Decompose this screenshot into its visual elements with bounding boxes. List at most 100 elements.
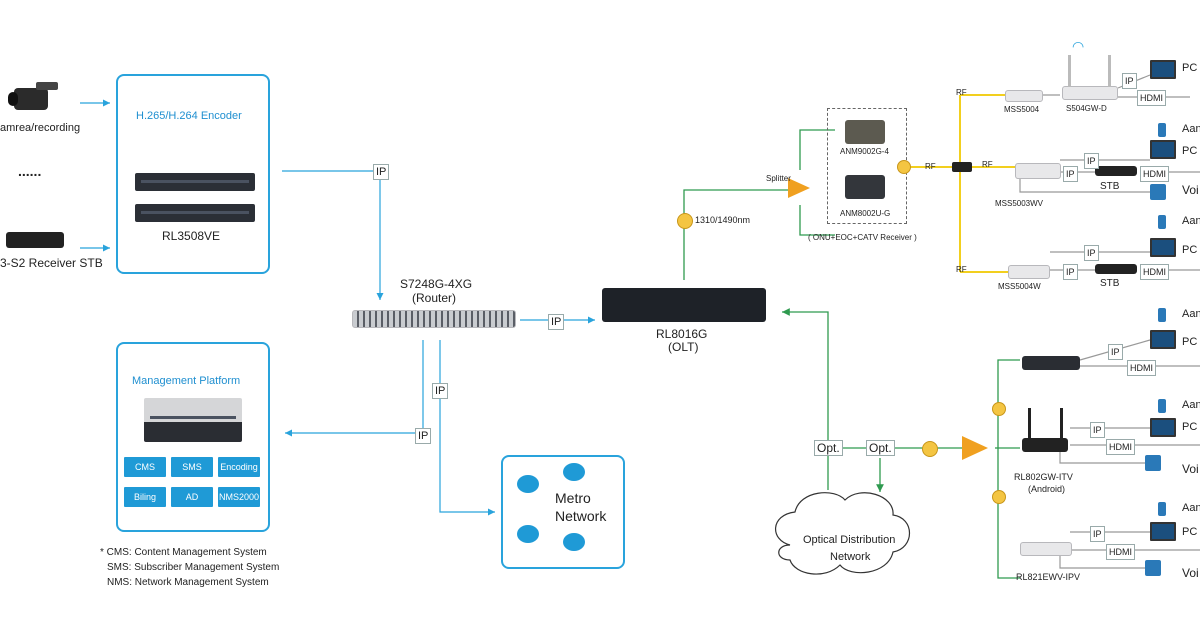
ip-label-rl821: IP [1090,526,1105,542]
nms2000-button: NMS2000 [218,487,260,507]
antenna-icon-3 [1028,408,1031,438]
optical-coupler-icon-3 [992,402,1006,416]
ip-label-encoder: IP [373,164,390,180]
wavelength-label: 1310/1490nm [695,215,751,225]
ip-label-rl802: IP [1090,422,1105,438]
pc-icon-6 [1150,522,1176,541]
pc-icon-2 [1150,140,1176,159]
encoding-button: Encoding [218,457,260,477]
pc-label-6: PC [1182,526,1198,538]
odn-label-1: Optical Distribution [803,534,896,546]
sms-button: SMS [171,457,213,477]
encoder-model: RL3508VE [162,229,221,243]
rl802-sub: (Android) [1028,484,1066,494]
hdmi-label-mss5003: HDMI [1140,166,1169,182]
splitter-icon [788,178,810,198]
voip-phone-icon-1 [1150,184,1166,200]
mss5003wv-label: MSS5003WV [995,199,1044,208]
encoder-title: H.265/H.264 Encoder [136,110,242,122]
router-device [352,310,516,328]
ellipsis: ...... [18,163,42,179]
ip-label-mss5004w-a: IP [1084,245,1099,261]
rl802-device [1022,438,1068,452]
camera-label: amrea/recording [0,122,81,134]
pc-label-4: PC [1182,336,1198,348]
ip-label-mss5003-b: IP [1063,166,1078,182]
optical-coupler-icon-4 [992,490,1006,504]
aan-label-5: Aan [1182,502,1200,514]
rl802-label: RL802GW-ITV [1014,472,1073,482]
ip-label-metro: IP [432,383,449,399]
hdmi-label-rl821: HDMI [1106,544,1135,560]
pc-icon-4 [1150,330,1176,349]
rf-label-2: RF [982,160,993,169]
billing-button: Biling [124,487,166,507]
footnote-cms: * CMS: Content Management System [100,547,267,558]
hdmi-label-lower-1: HDMI [1127,360,1156,376]
splitter-label: Splitter [766,174,791,183]
aan-label-3: Aan [1182,308,1200,320]
voi-label-3: Voi [1182,566,1199,580]
ip-label-mgmt: IP [415,428,432,444]
stb-device-1 [1095,166,1137,176]
receiver-stb-icon [6,232,64,248]
phone-icon-5 [1158,502,1166,516]
antenna-icon-4 [1060,408,1063,438]
ip-label-lower-1: IP [1108,344,1123,360]
ad-button: AD [171,487,213,507]
ip-label-mss5004w-b: IP [1063,264,1078,280]
router-name: S7248G-4XG [400,277,473,291]
rl-gateway-device [1022,356,1080,370]
voi-label-2: Voi [1182,462,1199,476]
rf-label-3: RF [956,265,967,274]
odn-label-2: Network [830,551,871,563]
stb-label-2: STB [1100,278,1120,289]
splitter-icon-2 [962,436,988,460]
encoder-unit-1 [135,173,255,191]
router-node-icon [563,463,585,481]
odn-cloud [775,492,910,575]
metro-network-panel: Metro Network [501,455,625,569]
router-node-icon [517,525,539,543]
rf-coupler-icon [897,160,911,174]
stb-device-2 [1095,264,1137,274]
mss5004-device [1005,90,1043,102]
pc-icon-5 [1150,418,1176,437]
metro-label-2: Network [555,508,607,524]
cms-button: CMS [124,457,166,477]
mss5004-label: MSS5004 [1004,105,1040,114]
s504gw-device [1062,86,1118,100]
rl821-label: RL821EWV-IPV [1016,572,1081,582]
anm9002-device [845,120,885,144]
phone-icon-1 [1158,123,1166,137]
router-node-icon [563,533,585,551]
router-role: (Router) [412,291,457,305]
pc-icon-1 [1150,60,1176,79]
ip-label-mss5003-a: IP [1084,153,1099,169]
management-title: Management Platform [132,375,241,387]
stb-label-1: STB [1100,181,1120,192]
wifi-icon: ◠ [1072,38,1085,54]
management-panel: Management Platform CMS SMS Encoding Bil… [116,342,270,532]
rf-label-main: RF [925,162,936,171]
optical-coupler-icon-2 [922,441,938,457]
router-node-icon [517,475,539,493]
olt-device [602,288,766,322]
rl821-device [1020,542,1072,556]
mss5003wv-device [1015,163,1061,179]
pc-label-5: PC [1182,421,1198,433]
stb-label: 3-S2 Receiver STB [0,256,103,270]
voip-phone-icon-3 [1145,560,1161,576]
antenna-icon-2 [1108,55,1111,87]
optical-coupler-icon [677,213,693,229]
hdmi-label-s504: HDMI [1137,90,1166,106]
ip-label-olt: IP [548,314,565,330]
olt-name: RL8016G [656,327,708,341]
rf-label-1: RF [956,88,967,97]
anm8002-label: ANM8002U-G [840,209,891,218]
aan-label-1: Aan [1182,123,1200,135]
pc-label-2: PC [1182,145,1198,157]
s504gw-label: S504GW-D [1066,104,1107,113]
rf-tap-icon [952,162,972,172]
hdmi-label-rl802: HDMI [1106,439,1135,455]
